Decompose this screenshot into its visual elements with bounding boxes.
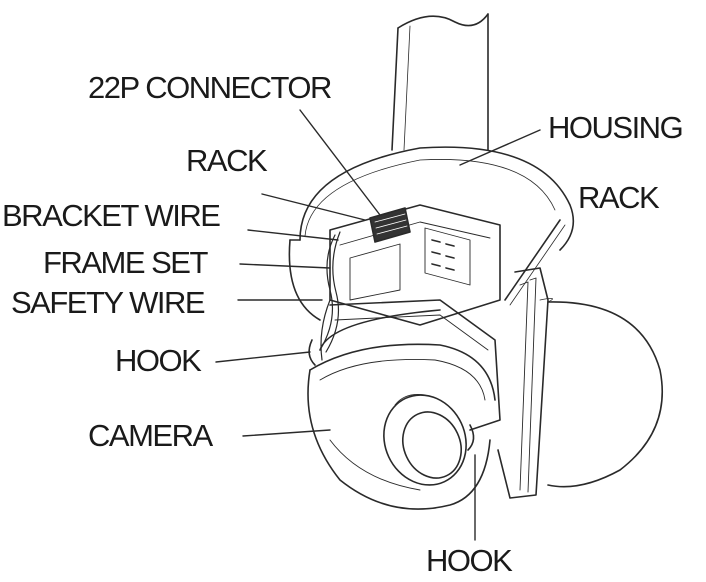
mounting-pole xyxy=(391,13,489,151)
connector-22p xyxy=(369,207,411,243)
clear-dome xyxy=(539,298,664,488)
rack-plate xyxy=(497,219,566,499)
label-bracket-wire: BRACKET WIRE xyxy=(2,198,221,233)
camera-collar xyxy=(319,299,501,431)
label-camera: CAMERA xyxy=(88,418,213,453)
leader-lines xyxy=(215,109,541,541)
label-22p-connector: 22P CONNECTOR xyxy=(88,70,332,105)
housing-shell xyxy=(288,146,575,321)
frame-set xyxy=(329,204,501,326)
label-housing: HOUSING xyxy=(548,110,684,145)
label-safety-wire: SAFETY WIRE xyxy=(11,285,206,320)
camera-dome xyxy=(307,343,496,510)
label-rack-right: RACK xyxy=(578,180,660,215)
label-hook-bottom: HOOK xyxy=(426,543,513,578)
label-frame-set: FRAME SET xyxy=(43,245,208,280)
camera-lens xyxy=(383,394,467,486)
label-rack-left: RACK xyxy=(186,143,268,178)
hooks xyxy=(308,339,475,451)
label-hook-left: HOOK xyxy=(115,343,202,378)
